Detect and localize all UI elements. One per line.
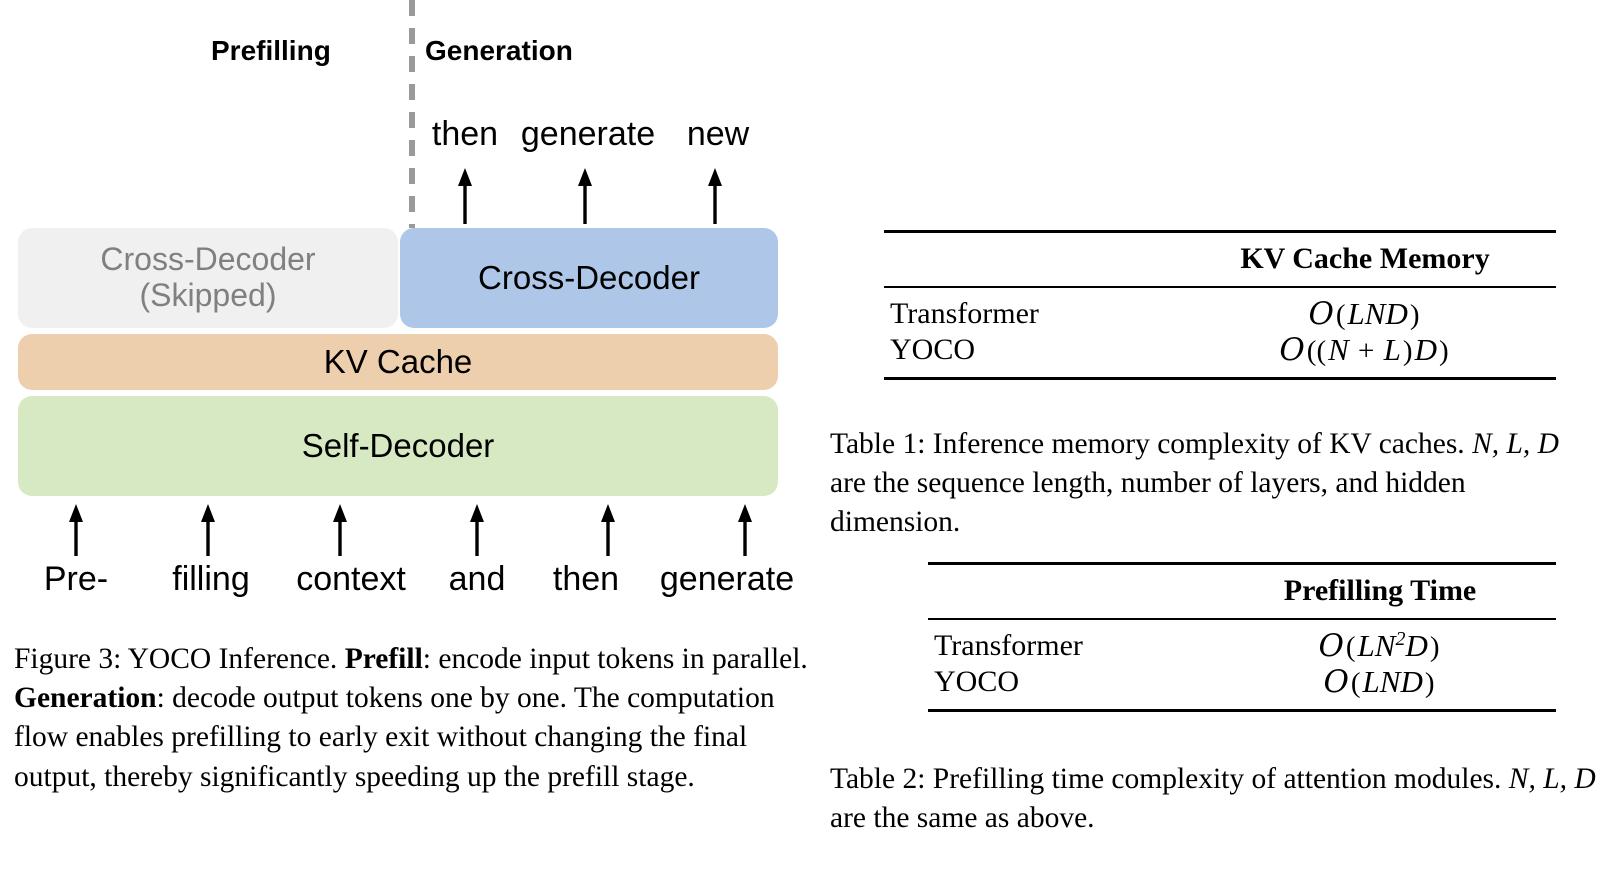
block-self-decoder: Self-Decoder <box>18 396 778 496</box>
table-header-row: KV Cache Memory <box>884 230 1556 287</box>
block-kv-cache: KV Cache <box>18 334 778 390</box>
table-row: Transformer O(LN2D) <box>928 618 1556 664</box>
input-arrow-up-icon <box>466 504 488 556</box>
table1-caption-part1: Inference memory complexity of KV caches… <box>925 428 1473 460</box>
figure-caption: Figure 3: YOCO Inference. Prefill: encod… <box>14 640 824 797</box>
input-arrow-up-icon <box>597 504 619 556</box>
table-prefilling-time: Prefilling Time Transformer O(LN2D) YOCO… <box>928 562 1556 712</box>
block-cross-decoder-active: Cross-Decoder <box>400 228 778 328</box>
output-arrow-up-icon <box>704 168 726 224</box>
table-cell-model: Transformer <box>884 286 1174 332</box>
input-token: generate <box>659 560 795 598</box>
stage-label-generation: Generation <box>425 35 573 66</box>
figure-caption-prefix: Figure 3: YOCO Inference. <box>14 643 345 675</box>
table-cell-complexity: O(LN2D) <box>1204 618 1556 664</box>
output-token-row: then generate new <box>0 115 830 167</box>
table1-caption: Table 1: Inference memory complexity of … <box>830 425 1600 543</box>
table-header-blank <box>884 230 1174 287</box>
figure-caption-bold-generation: Generation <box>14 682 157 715</box>
block-label-line2: (Skipped) <box>139 277 277 313</box>
table-cell-complexity: O(LND) <box>1174 286 1556 332</box>
figure-caption-mid1: : encode input tokens in parallel. <box>422 643 808 675</box>
table1-caption-part2: are the sequence length, number of layer… <box>830 467 1466 539</box>
table2-caption-vars: N, L, D <box>1508 763 1596 795</box>
figure-caption-bold-prefill: Prefill <box>344 643 423 675</box>
output-arrow-up-icon <box>454 168 476 224</box>
block-label: Cross-Decoder <box>478 258 700 296</box>
table-cell-model: YOCO <box>884 332 1174 380</box>
tables-panel: KV Cache Memory Transformer O(LND) YOCO … <box>830 0 1612 896</box>
table-cell-model: Transformer <box>928 618 1204 664</box>
stage-label-prefilling: Prefilling <box>211 35 331 66</box>
table2-caption: Table 2: Prefilling time complexity of a… <box>830 760 1608 838</box>
table-cell-model: YOCO <box>928 664 1204 712</box>
figure-panel: Prefilling Generation then generate new … <box>0 0 830 797</box>
table1-caption-label: Table 1: <box>830 428 926 460</box>
table-cell-complexity: O((N + L)D) <box>1174 332 1556 380</box>
table-row: YOCO O((N + L)D) <box>884 332 1556 380</box>
input-token: and <box>448 560 506 598</box>
input-arrow-up-icon <box>734 504 756 556</box>
input-arrow-up-icon <box>197 504 219 556</box>
input-token: Pre- <box>43 560 109 598</box>
input-arrow-up-icon <box>329 504 351 556</box>
figure-caption-mid2: : decode output tokens one by one. The c… <box>14 682 775 793</box>
table-row: Transformer O(LND) <box>884 286 1556 332</box>
table-header-kv-cache-memory: KV Cache Memory <box>1174 230 1556 287</box>
table2-caption-part2: are the same as above. <box>830 802 1095 835</box>
block-label: Self-Decoder <box>301 426 495 464</box>
output-arrow-up-icon <box>574 168 596 224</box>
output-token: then <box>431 115 499 153</box>
input-token: filling <box>172 560 250 598</box>
output-token: new <box>686 115 750 153</box>
table-kv-cache-memory: KV Cache Memory Transformer O(LND) YOCO … <box>884 230 1556 380</box>
table-header-prefilling-time: Prefilling Time <box>1204 562 1556 619</box>
table-header-row: Prefilling Time <box>928 562 1556 619</box>
block-label-line1: Cross-Decoder <box>100 241 316 278</box>
input-token-row: Pre- filling context and then generate <box>0 560 830 610</box>
input-token: context <box>296 560 406 598</box>
block-label: KV Cache <box>323 342 473 380</box>
table-cell-complexity: O(LND) <box>1204 664 1556 712</box>
block-cross-decoder-skipped: Cross-Decoder (Skipped) <box>18 228 398 328</box>
table2-caption-part1: Prefilling time complexity of attention … <box>925 763 1509 795</box>
input-token: then <box>552 560 620 598</box>
table1-caption-vars: N, L, D <box>1472 428 1559 460</box>
input-arrow-up-icon <box>65 504 87 556</box>
table-row: YOCO O(LND) <box>928 664 1556 712</box>
block-label: Cross-Decoder (Skipped) <box>100 241 316 314</box>
table-header-blank <box>928 562 1204 619</box>
output-token: generate <box>520 115 656 153</box>
phase-divider-dashed-line <box>409 0 415 228</box>
table2-caption-label: Table 2: <box>830 763 926 795</box>
